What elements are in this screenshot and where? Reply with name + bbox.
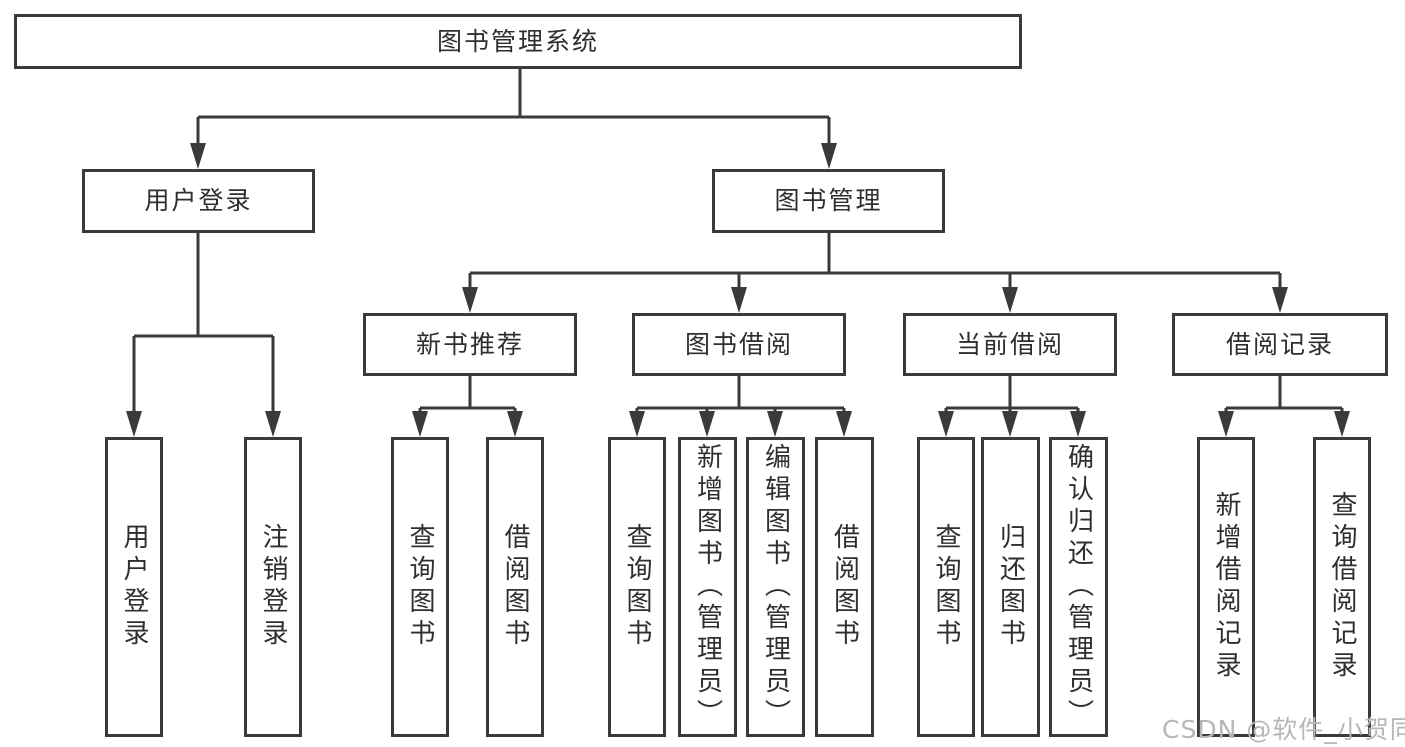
leaf-logout: 注销登录 [244, 437, 302, 737]
node-new-book-recommend: 新书推荐 [363, 313, 577, 376]
leaf-query-borrow-record: 查询借阅记录 [1313, 437, 1371, 737]
leaf-add-borrow-record: 新增借阅记录 [1197, 437, 1255, 737]
csdn-watermark: CSDN @软件_小贺同学 [1162, 715, 1405, 744]
leaf-return-books: 归还图书 [981, 437, 1040, 737]
node-book-management: 图书管理 [712, 169, 945, 233]
leaf-query-books-recommend: 查询图书 [391, 437, 449, 737]
leaf-query-books-borrowing: 查询图书 [608, 437, 666, 737]
arrowhead-icons [126, 143, 1350, 437]
node-current-borrowing: 当前借阅 [903, 313, 1117, 376]
leaf-edit-books-admin: 编辑图书（管理员） [746, 437, 805, 737]
node-book-borrowing: 图书借阅 [632, 313, 846, 376]
leaf-borrow-books: 借阅图书 [815, 437, 874, 737]
node-user-login: 用户登录 [82, 169, 315, 233]
node-borrowing-records: 借阅记录 [1172, 313, 1388, 376]
node-root-system: 图书管理系统 [14, 14, 1022, 69]
leaf-query-books-current: 查询图书 [917, 437, 975, 737]
leaf-confirm-return-admin: 确认归还（管理员） [1049, 437, 1108, 737]
leaf-user-login: 用户登录 [105, 437, 163, 737]
leaf-add-books-admin: 新增图书（管理员） [678, 437, 737, 737]
leaf-borrow-books-recommend: 借阅图书 [486, 437, 544, 737]
